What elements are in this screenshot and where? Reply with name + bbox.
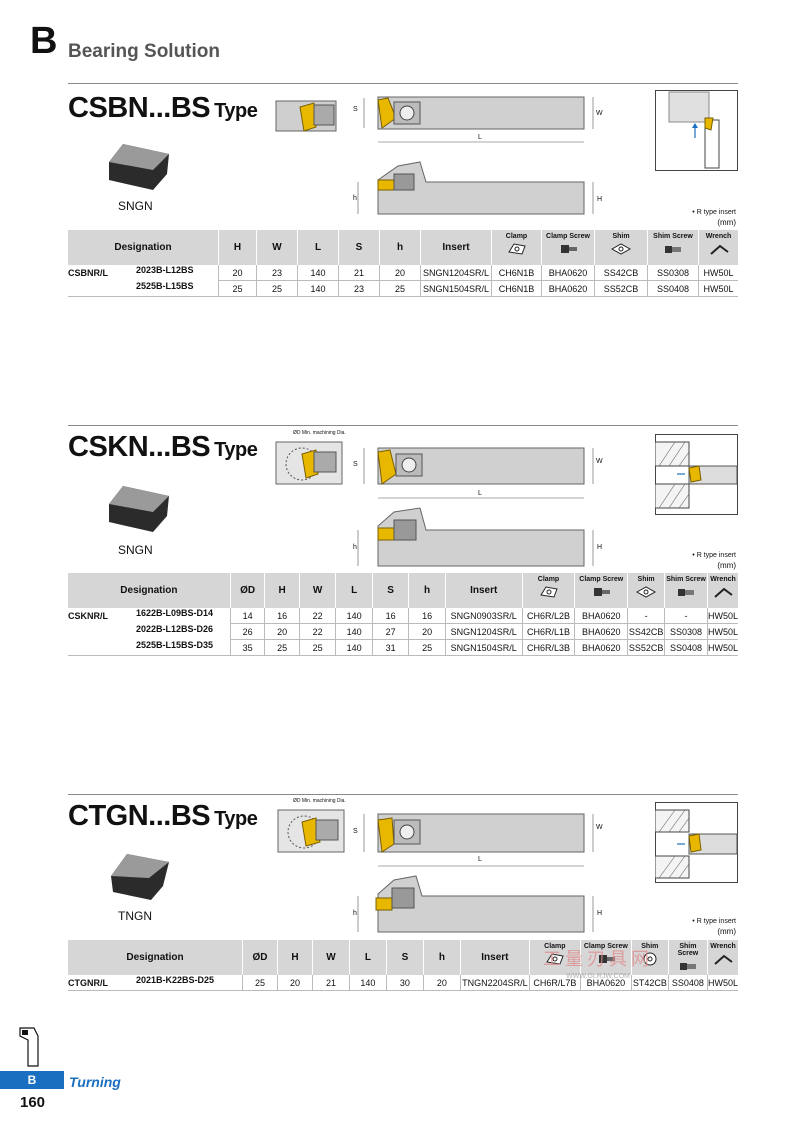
- insert-shape-label: SNGN: [118, 543, 153, 557]
- table-row: CSBNR/L 20 23 140 21 20 SNGN1204SR/L CH6…: [68, 265, 738, 281]
- wrench-icon: [714, 587, 733, 598]
- spec-table: Designation ØD H W L S h Insert Clamp Cl…: [68, 940, 738, 991]
- dim-s-label: S: [353, 461, 358, 468]
- insert-image-sngn: [109, 144, 169, 190]
- chapter-letter: B: [30, 20, 58, 62]
- note: • R type insert (mm): [692, 552, 736, 570]
- note: • R type insert (mm): [692, 209, 736, 227]
- shim-screw-icon: [665, 246, 681, 253]
- turning-tool-icon: [19, 1027, 39, 1067]
- dim-l-label: L: [478, 490, 482, 497]
- model-name: 2023B-L12BS: [136, 265, 194, 275]
- section-divider: [68, 794, 738, 795]
- wrench-icon: [714, 954, 733, 965]
- table-row: CTGNR/L 25 20 21 140 30 20 TNGN2204SR/L …: [68, 975, 738, 991]
- insert-image-sngn: [109, 486, 169, 532]
- side-view-drawing: [357, 161, 594, 215]
- section-divider: [68, 83, 738, 84]
- table-header: Designation ØD H W L S h Insert Clamp Cl…: [68, 940, 738, 975]
- clamp-screw-icon: [561, 245, 577, 253]
- chapter-title: Bearing Solution: [68, 41, 220, 62]
- application-sketch: [655, 90, 738, 171]
- table-row: CSKNR/L 14 16 22 140 16 16 SNGN0903SR/L …: [68, 608, 738, 624]
- dim-small-h-label: h: [353, 910, 357, 917]
- dim-small-h-label: h: [353, 195, 357, 202]
- side-view-drawing: [357, 507, 594, 567]
- holder-head-view: [277, 809, 345, 853]
- application-sketch: [655, 434, 738, 515]
- table-header: Designation H W L S h Insert Clamp Clamp…: [68, 230, 738, 265]
- wrench-icon: [709, 244, 729, 255]
- shim-icon: [643, 952, 657, 966]
- clamp-screw-icon: [598, 955, 615, 963]
- dim-s-label: S: [353, 106, 358, 113]
- top-view-drawing: [363, 96, 594, 143]
- holder-head-view: [275, 100, 337, 132]
- section-tab-label: Turning: [69, 1074, 121, 1090]
- model-name: 2021B-K22BS-D25: [136, 975, 215, 985]
- dim-big-h-label: H: [597, 196, 603, 203]
- shim-icon: [636, 586, 657, 598]
- application-sketch: [655, 802, 738, 883]
- dim-big-h-label: H: [597, 910, 603, 917]
- dim-small-h-label: h: [353, 544, 357, 551]
- min-dia-label: ØD Min. machining Dia.: [293, 430, 346, 436]
- dim-l-label: L: [478, 856, 482, 863]
- holder-head-view: [275, 441, 343, 485]
- insert-shape-label: TNGN: [118, 909, 152, 923]
- model-name: 2525B-L15BS: [136, 281, 194, 291]
- shim-screw-icon: [679, 963, 696, 970]
- table-row: 26 20 22 140 27 20 SNGN1204SR/L CH6R/L1B…: [68, 623, 738, 640]
- model-name: 2525B-L15BS-D35: [136, 640, 214, 650]
- clamp-icon: [539, 586, 558, 598]
- clamp-screw-icon: [594, 588, 611, 596]
- side-view-drawing: [357, 875, 594, 933]
- section-tab: B: [0, 1071, 64, 1089]
- model-name: 1622B-L09BS-D14: [136, 608, 214, 618]
- table-header: Designation ØD H W L S h Insert Clamp Cl…: [68, 573, 738, 608]
- clamp-icon: [546, 953, 564, 965]
- dim-l-label: L: [478, 134, 482, 141]
- dim-w-label: W: [596, 458, 603, 465]
- shim-screw-icon: [678, 589, 695, 596]
- note: • R type insert (mm): [692, 918, 736, 936]
- clamp-icon: [507, 243, 526, 255]
- spec-table: Designation H W L S h Insert Clamp Clamp…: [68, 230, 738, 297]
- dim-w-label: W: [596, 824, 603, 831]
- top-view-drawing: [363, 447, 594, 499]
- insert-shape-label: SNGN: [118, 199, 153, 213]
- shim-icon: [610, 243, 632, 255]
- dim-s-label: S: [353, 828, 358, 835]
- dim-w-label: W: [596, 110, 603, 117]
- section-divider: [68, 425, 738, 426]
- min-dia-label: ØD Min. machining Dia.: [293, 798, 346, 804]
- table-row: 35 25 25 140 31 25 SNGN1504SR/L CH6R/L3B…: [68, 639, 738, 656]
- spec-table: Designation ØD H W L S h Insert Clamp Cl…: [68, 573, 738, 656]
- insert-image-tngn: [111, 854, 169, 900]
- table-row: 25 25 140 23 25 SNGN1504SR/L CH6N1B BHA0…: [68, 280, 738, 297]
- dim-big-h-label: H: [597, 544, 603, 551]
- top-view-drawing: [363, 813, 594, 867]
- watermark: 工量刃具网 WWW.GLRJW.COM: [543, 949, 653, 980]
- page-number: 160: [20, 1094, 46, 1111]
- model-name: 2022B-L12BS-D26: [136, 624, 214, 634]
